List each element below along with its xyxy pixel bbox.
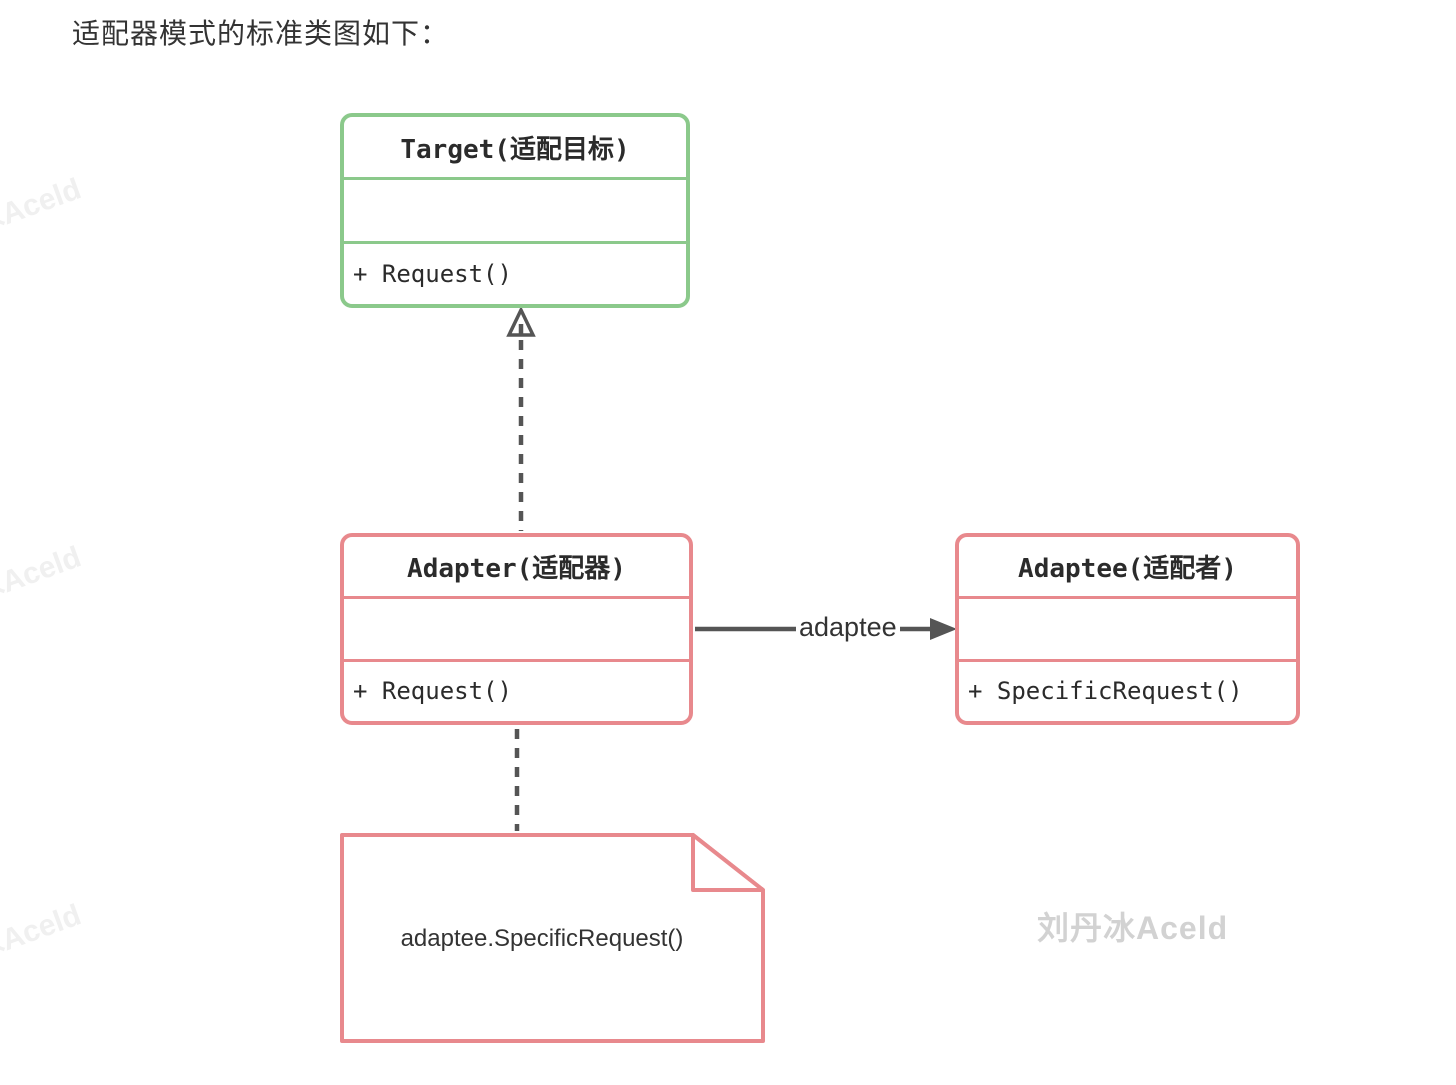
class-attrs-adapter — [344, 596, 689, 662]
page-title: 适配器模式的标准类图如下： — [72, 18, 450, 49]
note-text: adaptee.SpecificRequest() — [400, 925, 684, 952]
class-name-adaptee: Adaptee(适配者) — [1018, 554, 1237, 585]
author-watermark: 刘丹冰Aceld — [1037, 910, 1229, 946]
class-attrs-target — [344, 177, 686, 244]
class-methods-adaptee: + SpecificRequest() — [968, 677, 1243, 706]
class-box-target: Target(适配目标) + Request() — [340, 113, 690, 308]
class-name-target: Target(适配目标) — [400, 134, 630, 165]
class-name-adapter: Adapter(适配器) — [407, 554, 626, 585]
note-shape — [340, 833, 765, 1043]
class-attrs-adaptee — [959, 596, 1296, 662]
class-methods-target: + Request() — [353, 259, 512, 288]
realization-arrow — [506, 305, 536, 531]
class-methods-adapter: + Request() — [353, 677, 512, 706]
association-label: adaptee — [796, 612, 900, 643]
class-box-adaptee: Adaptee(适配者) + SpecificRequest() — [955, 533, 1300, 725]
class-box-adapter: Adapter(适配器) + Request() — [340, 533, 693, 725]
